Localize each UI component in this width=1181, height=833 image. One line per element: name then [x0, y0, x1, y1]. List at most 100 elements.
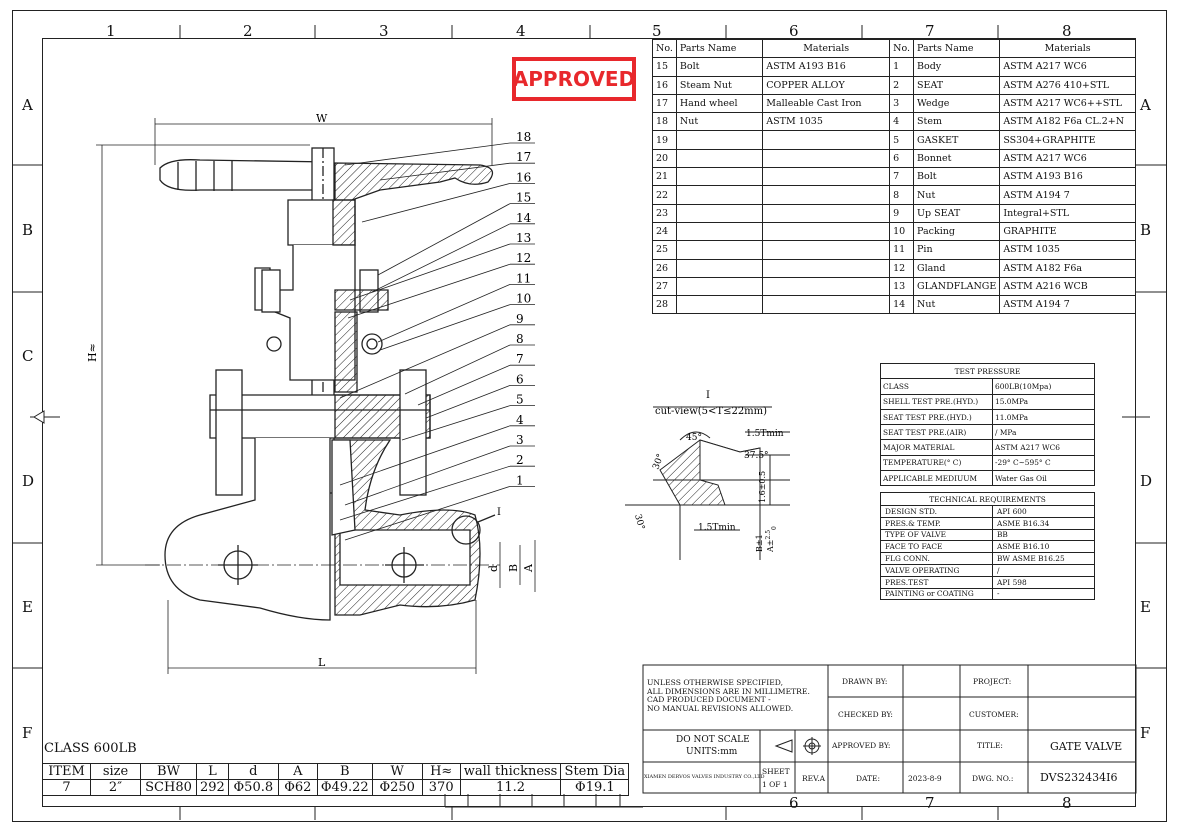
dimension-value: Φ50.8	[227, 779, 279, 796]
class-label: CLASS 600LB	[44, 741, 137, 756]
dim-b-label: B	[507, 564, 520, 572]
drawing-outer-frame	[12, 10, 1167, 822]
callout-number: 17	[516, 150, 531, 164]
cut-view-angle: 45°	[686, 433, 702, 443]
cut-view-angle: 37.5°	[744, 451, 769, 461]
callout-leader	[349, 243, 511, 301]
callout-leader	[347, 263, 511, 319]
cut-view-min: 1.5Tmin	[746, 429, 784, 439]
zone-letter: F	[22, 724, 33, 742]
callout-leader	[344, 445, 511, 506]
callout-number: 8	[516, 332, 524, 346]
dim-l-label: L	[318, 656, 326, 669]
dimension-value: Φ250	[371, 779, 423, 796]
callout-leader	[344, 142, 511, 166]
detail-ref-label: I	[497, 507, 501, 518]
zone-number: 6	[789, 794, 799, 812]
callout-number: 1	[516, 473, 524, 487]
zone-letter: E	[1140, 598, 1151, 616]
callout-number: 6	[516, 372, 524, 386]
technical_requirements-row: VALVE OPERATING/	[880, 563, 1095, 577]
sheet-count: 1 OF 1	[762, 780, 788, 789]
bom-cell: GASKET	[913, 130, 1001, 150]
callout-leader	[379, 162, 511, 181]
callout-number: 3	[516, 433, 524, 447]
approved-stamp: APPROVED	[512, 57, 636, 101]
dimension-value: SCH80	[140, 779, 197, 796]
sheet-label: SHEET	[762, 767, 790, 776]
callout-leader	[379, 304, 511, 351]
technical-requirements-title: TECHNICAL REQUIREMENTS	[880, 492, 1095, 506]
callout-leader	[377, 284, 511, 343]
zone-number: 7	[925, 22, 935, 40]
bom-cell: Nut	[675, 112, 764, 132]
callout-leader	[339, 324, 511, 399]
approved-by-label: APPROVED BY:	[832, 741, 891, 750]
dimension-header: wall thickness	[459, 763, 562, 780]
bill-of-materials-table: No. Parts Name Materials No. Parts Name …	[652, 38, 1136, 315]
zone-letter: A	[22, 96, 33, 114]
zone-number: 4	[516, 22, 526, 40]
zone-letter: C	[22, 347, 34, 365]
cut-view-angle: 30°	[632, 513, 646, 531]
dimension-value: 7	[42, 779, 91, 796]
callout-leader	[401, 405, 511, 441]
cut-view-title: I	[706, 390, 710, 401]
bom-cell: Nut	[913, 295, 1001, 315]
checked-by-label: CHECKED BY:	[838, 710, 893, 719]
callout-leader	[377, 203, 511, 276]
bom-header-row: No. Parts Name Materials No. Parts Name …	[652, 38, 1136, 59]
callout-leader	[371, 223, 511, 293]
dwg-no-value: DVS232434I6	[1040, 771, 1118, 784]
callout-number: 4	[516, 413, 524, 427]
dim-w-label: W	[316, 112, 328, 125]
callout-number: 15	[516, 191, 531, 205]
zone-number: 1	[106, 22, 116, 40]
technical_requirements-value: BW ASME B16.25	[992, 552, 1095, 565]
callout-leader	[339, 465, 511, 521]
callout-number: 13	[516, 231, 531, 245]
bom-cell: ASTM A194 7	[999, 295, 1136, 315]
zone-number: 5	[652, 22, 662, 40]
zone-letter: B	[22, 221, 34, 239]
zone-number: 3	[379, 22, 389, 40]
callout-number: 18	[516, 130, 531, 144]
bom-cell	[762, 295, 891, 315]
test_pressure-row: SEAT TEST PRE.(HYD.)11.0MPa	[880, 408, 1095, 426]
title-label: TITLE:	[977, 741, 1003, 750]
zone-letter: E	[22, 598, 33, 616]
general-notes: UNLESS OTHERWISE SPECIFIED, ALL DIMENSIO…	[647, 678, 810, 713]
callout-leader	[344, 486, 511, 541]
technical_requirements-value: -	[992, 587, 1095, 601]
zone-number: 6	[789, 22, 799, 40]
callout-number: 16	[516, 170, 531, 184]
bom-cell	[675, 295, 764, 315]
callout-number: 2	[516, 453, 524, 467]
dimension-value: Φ62	[277, 779, 318, 796]
callout-leader	[417, 364, 511, 406]
zone-number: 2	[243, 22, 253, 40]
zone-number: 8	[1062, 22, 1072, 40]
dimension-value: 292	[196, 779, 229, 796]
test_pressure-row: SEAT TEST PRE.(AIR)/ MPa	[880, 424, 1095, 441]
customer-label: CUSTOMER:	[969, 710, 1019, 719]
cut-view-b-tol: B±1	[755, 534, 764, 552]
dim-a-label: A	[522, 563, 535, 573]
company-name: XIAMEN DERVOS VALVES INDUSTRY CO.,LTD	[644, 774, 765, 780]
technical_requirements-row: DESIGN STD.API 600	[880, 505, 1095, 518]
dimension-value: 2″	[90, 779, 141, 796]
revision: REV.A	[802, 774, 826, 783]
callout-leader	[404, 344, 511, 395]
